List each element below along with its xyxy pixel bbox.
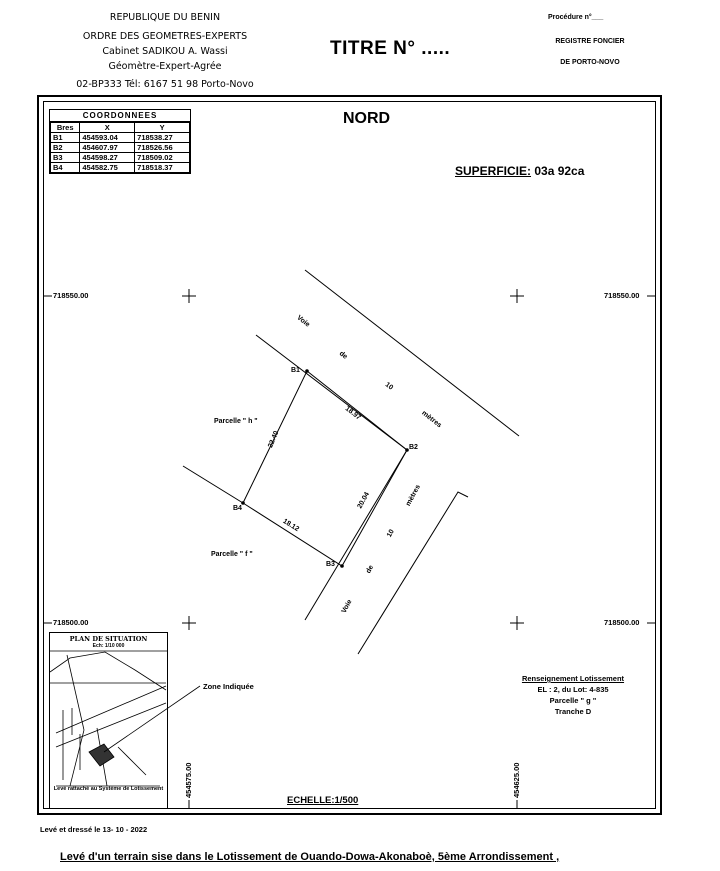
plan-frame-outer [37, 95, 662, 815]
boundary-markers [241, 369, 409, 568]
point-label-b2: B2 [409, 444, 418, 451]
grid-x-label: 454625.00 [512, 762, 521, 798]
cell-point: B2 [49, 142, 81, 153]
grid-x-label: 454575.00 [184, 762, 193, 798]
document-caption: Levé d'un terrain sise dans le Lotisseme… [60, 851, 560, 863]
column-header: X [79, 122, 136, 133]
cell-y: 718526.56 [134, 142, 190, 153]
parcel-f-label: Parcelle " f " [211, 551, 253, 558]
zone-leader [103, 685, 201, 753]
situation-map [49, 651, 167, 787]
header-line: 02-BP333 Tél: 6167 51 98 Porto-Novo [76, 79, 254, 90]
cell-x: 454607.97 [79, 142, 136, 153]
situation-plan: PLAN DE SITUATION Ech: 1/10 000 Levé rat… [49, 632, 168, 809]
table-row: B3 454598.27 718509.02 [49, 152, 190, 163]
table-header: Bres X Y [49, 122, 190, 133]
cell-y: 718518.37 [134, 162, 190, 173]
cabinet-header: REPUBLIQUE DU BENIN ORDRE DES GEOMETRES-… [40, 8, 290, 94]
road-right [304, 449, 469, 655]
table-row: B2 454607.97 718526.56 [49, 142, 190, 153]
zone-label: Zone Indiquée [203, 682, 254, 691]
header-line: Cabinet SADIKOU A. Wassi [102, 46, 228, 57]
situation-scale: Ech: 1/10 000 [92, 643, 125, 649]
lot-info-title: Renseignement Lotissement [521, 674, 625, 683]
survey-date: Levé et dressé le 13- 10 - 2022 [40, 825, 148, 834]
table-row: B4 454582.75 718518.37 [49, 162, 190, 173]
table-row: B1 454593.04 718538.27 [49, 132, 190, 143]
area: SUPERFICIE: 03a 92ca [455, 164, 584, 178]
road-top [255, 269, 520, 451]
registry-line: REGISTRE FONCIER [555, 38, 625, 45]
registry-line: DE PORTO-NOVO [560, 59, 620, 66]
column-header: Y [134, 122, 190, 133]
header-line: ORDRE DES GEOMETRES-EXPERTS [82, 31, 248, 42]
cell-x: 454593.04 [79, 132, 136, 143]
point-label-b1: B1 [291, 367, 300, 374]
registry-header: Procédure n°___ REGISTRE FONCIER DE PORT… [520, 14, 660, 66]
point-label-b3: B3 [326, 561, 335, 568]
grid-y-label: 718500.00 [604, 618, 640, 627]
coordinates-title: COORDONNEES [50, 110, 190, 122]
area-value: 03a 92ca [531, 164, 585, 178]
parcel-h-label: Parcelle " h " [214, 418, 258, 425]
column-header: Bres [49, 122, 81, 133]
grid-y-label: 718550.00 [604, 291, 640, 300]
grid-y-label: 718500.00 [53, 618, 89, 627]
cell-point: B1 [49, 132, 81, 143]
parcel-h-boundary [182, 465, 244, 504]
procedure-number: Procédure n°___ [548, 14, 604, 21]
situation-note: Levé rattaché au Système de Lotissement [53, 786, 164, 792]
situation-title: PLAN DE SITUATION [69, 635, 148, 643]
lot-information: Renseignement Lotissement EL : 2, du Lot… [498, 673, 648, 717]
header-line: Géomètre-Expert-Agrée [108, 61, 222, 72]
point-label-b4: B4 [233, 505, 242, 512]
lot-info-line: EL : 2, du Lot: 4-835 [537, 685, 609, 694]
cell-y: 718538.27 [134, 132, 190, 143]
parcel-g-outline [242, 370, 408, 567]
lot-info-line: Parcelle " g " [549, 696, 597, 705]
lot-info-line: Tranche D [554, 707, 592, 716]
grid-crosses [182, 289, 524, 630]
grid-y-label: 718550.00 [53, 291, 89, 300]
cell-x: 454598.27 [79, 152, 136, 163]
coordinates-table: COORDONNEES Bres X Y B1 454593.04 718538… [49, 109, 191, 174]
grid-ticks [43, 295, 656, 809]
area-label: SUPERFICIE: [455, 164, 532, 178]
cell-x: 454582.75 [79, 162, 136, 173]
scale-label: ECHELLE:1/500 [287, 795, 359, 806]
cell-y: 718509.02 [134, 152, 190, 163]
cell-point: B3 [49, 152, 81, 163]
plan-frame-inner [43, 101, 656, 809]
north-label: NORD [343, 110, 391, 127]
cell-point: B4 [49, 162, 81, 173]
header-line: REPUBLIQUE DU BENIN [109, 12, 221, 23]
document-title: TITRE N° ..... [330, 38, 451, 59]
